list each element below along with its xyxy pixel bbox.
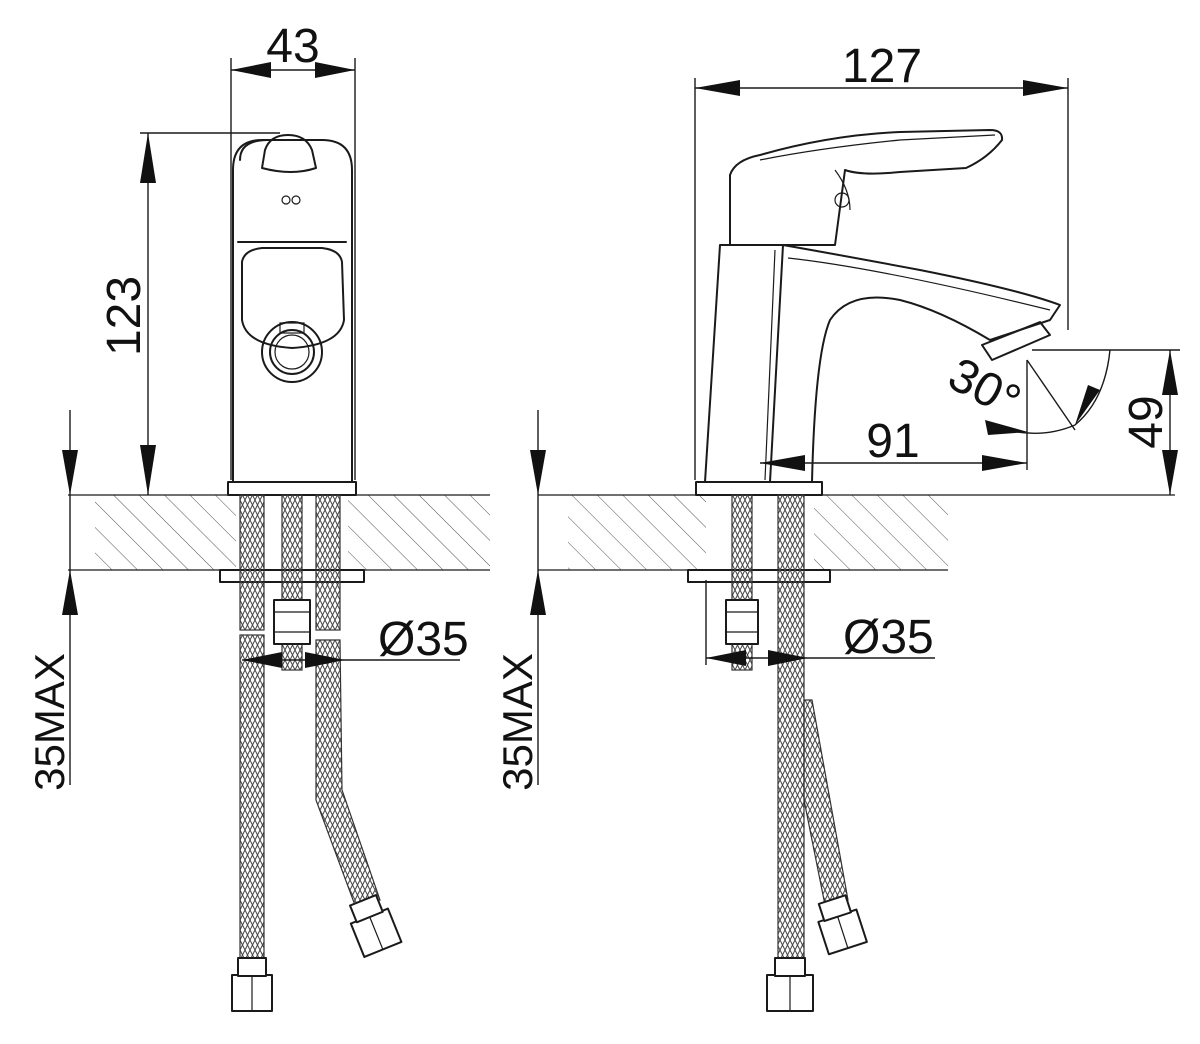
dimension-side-diameter-label: Ø35 <box>843 611 934 664</box>
dimension-front-thickness: 35MAX <box>26 410 78 791</box>
side-faucet-body <box>687 129 1061 583</box>
dimension-side-length: 127 <box>694 40 1069 480</box>
dimension-side-reach: 91 <box>760 360 1028 471</box>
dimension-side-angle-label: 30° <box>940 348 1029 429</box>
dimension-front-height: 123 <box>98 132 280 495</box>
front-hoses <box>231 494 403 1012</box>
dimension-front-height-label: 123 <box>98 276 151 356</box>
dimension-side-diameter: Ø35 <box>705 580 935 666</box>
countertop-front <box>68 494 490 571</box>
dimension-side-angle: 30° <box>940 348 1111 435</box>
dimension-side-spout-height-label: 49 <box>1120 395 1173 448</box>
dimension-side-length-label: 127 <box>842 40 922 93</box>
dimension-front-width-label: 43 <box>266 20 319 73</box>
dimension-front-diameter-label: Ø35 <box>378 613 469 666</box>
dimension-side-thickness: 35MAX <box>494 410 546 791</box>
dimension-front-width: 43 <box>230 20 356 480</box>
dimension-side-thickness-label: 35MAX <box>494 653 541 791</box>
side-hoses <box>725 494 868 1012</box>
dimension-front-thickness-label: 35MAX <box>26 653 73 791</box>
dimension-front-diameter: Ø35 <box>242 613 469 668</box>
countertop-side <box>538 494 1175 571</box>
dimension-side-spout-height: 49 <box>1032 349 1180 495</box>
dimension-side-reach-label: 91 <box>866 415 919 468</box>
